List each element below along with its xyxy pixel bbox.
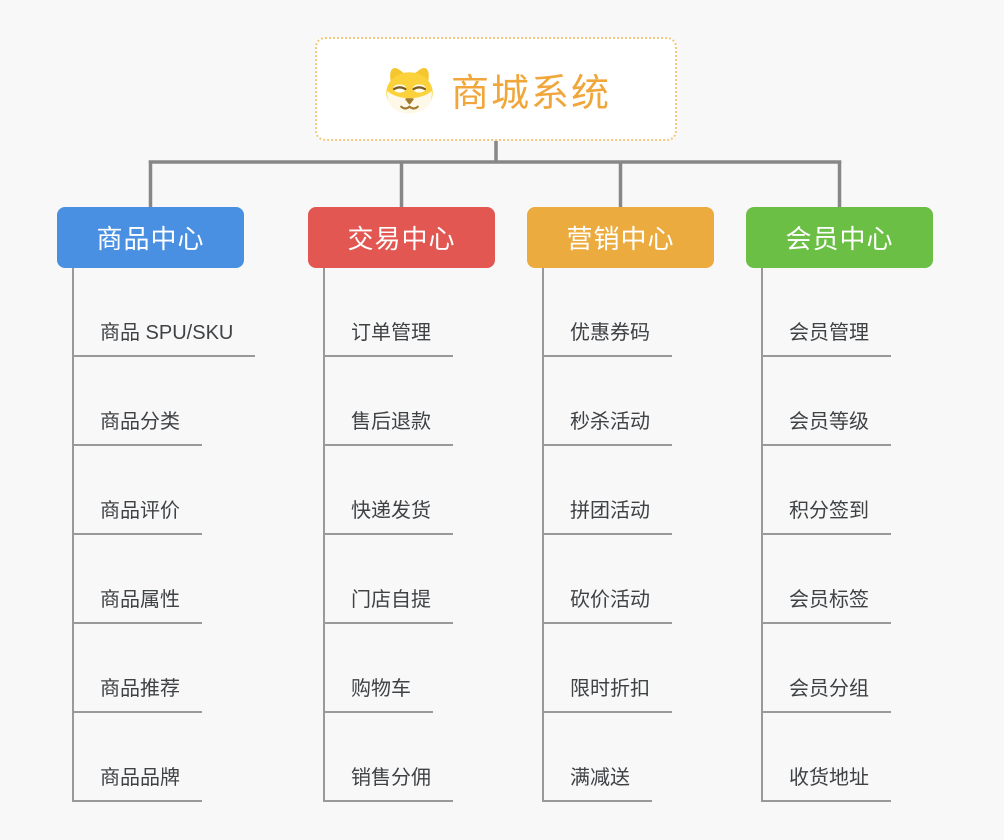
child-node[interactable]: 限时折扣 (542, 675, 672, 713)
child-node[interactable]: 商品分类 (72, 408, 202, 446)
child-node[interactable]: 订单管理 (323, 319, 453, 357)
child-node[interactable]: 快递发货 (323, 497, 453, 535)
doge-mouth (400, 105, 419, 110)
child-node[interactable]: 收货地址 (761, 764, 891, 802)
child-node[interactable]: 会员分组 (761, 675, 891, 713)
child-node[interactable]: 商品 SPU/SKU (72, 319, 256, 357)
child-node[interactable]: 商品推荐 (72, 675, 202, 713)
branch-node-marketing-center[interactable]: 营销中心 (527, 207, 714, 268)
child-node[interactable]: 拼团活动 (542, 497, 672, 535)
child-node[interactable]: 购物车 (323, 675, 433, 713)
branch-node-trade-center[interactable]: 交易中心 (308, 207, 495, 268)
child-node[interactable]: 销售分佣 (323, 764, 453, 802)
root-node[interactable]: 商城系统 (315, 37, 677, 141)
doge-pupil-right (412, 86, 427, 91)
child-node[interactable]: 会员等级 (761, 408, 891, 446)
child-node[interactable]: 秒杀活动 (542, 408, 672, 446)
child-node[interactable]: 商品品牌 (72, 764, 202, 802)
child-node[interactable]: 优惠券码 (542, 319, 672, 357)
branch-label: 交易中心 (347, 224, 456, 254)
root-title: 商城系统 (450, 72, 611, 115)
child-node[interactable]: 门店自提 (323, 586, 453, 624)
branch-node-product-center[interactable]: 商品中心 (57, 207, 244, 268)
child-node[interactable]: 会员管理 (761, 319, 891, 357)
branch-label: 会员中心 (785, 224, 894, 254)
child-node[interactable]: 商品评价 (72, 497, 202, 535)
child-node[interactable]: 会员标签 (761, 586, 891, 624)
branch-label: 营销中心 (566, 224, 675, 254)
doge-icon (386, 67, 433, 114)
doge-pupil-left (392, 86, 407, 91)
child-node[interactable]: 满减送 (542, 764, 652, 802)
branch-node-member-center[interactable]: 会员中心 (746, 207, 933, 268)
branch-label: 商品中心 (96, 224, 205, 254)
child-node[interactable]: 商品属性 (72, 586, 202, 624)
doge-nose (405, 98, 414, 105)
child-node[interactable]: 砍价活动 (542, 586, 672, 624)
child-node[interactable]: 售后退款 (323, 408, 453, 446)
child-node[interactable]: 积分签到 (761, 497, 891, 535)
